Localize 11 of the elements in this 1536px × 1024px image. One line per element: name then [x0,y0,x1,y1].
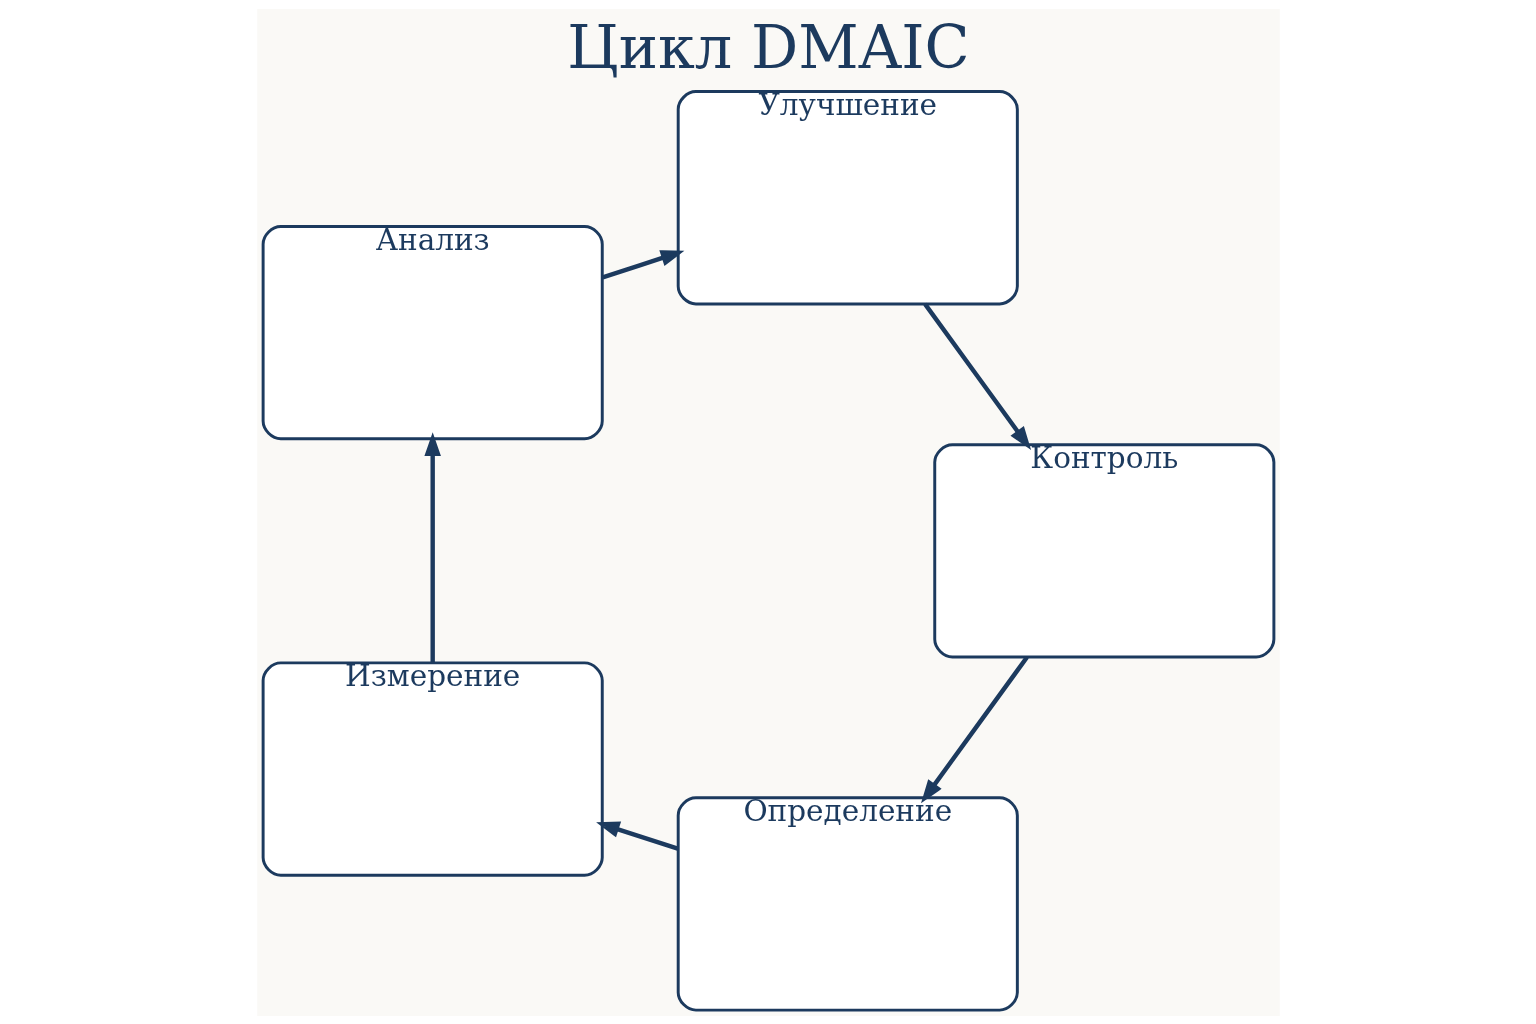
node-box: Определение [676,795,1019,1012]
arrow [423,431,441,663]
arrow [595,821,678,851]
node-box: Анализ [261,224,604,440]
arrow [920,655,1029,803]
diagram-title: Цикл DMAIC [566,12,970,82]
arrow [922,302,1031,450]
node-box: Измерение [261,660,604,877]
arrow [601,249,684,279]
node-box: Улучшение [676,89,1019,305]
node-box: Контроль [932,442,1275,658]
